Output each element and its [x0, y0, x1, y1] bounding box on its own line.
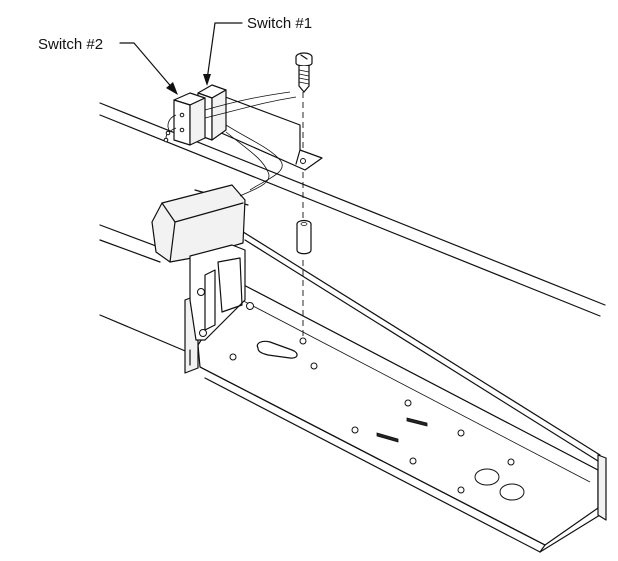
switch-2-label: Switch #2: [38, 36, 103, 53]
base-features: [229, 337, 525, 501]
switch-1-label: Switch #1: [247, 15, 312, 32]
screw: [295, 52, 313, 93]
callout-switch-1: Switch #1: [203, 15, 312, 86]
rect-slot-upper: [406, 417, 428, 427]
rect-slot-lower: [376, 432, 399, 443]
callout-switch-2: Switch #2: [38, 36, 178, 95]
standoff: [296, 219, 312, 255]
wire-harness: [163, 91, 297, 197]
latch-housing: [151, 184, 254, 341]
switch-2: [173, 92, 206, 146]
oval-slot: [256, 340, 298, 359]
mounting-channel: [184, 229, 607, 553]
